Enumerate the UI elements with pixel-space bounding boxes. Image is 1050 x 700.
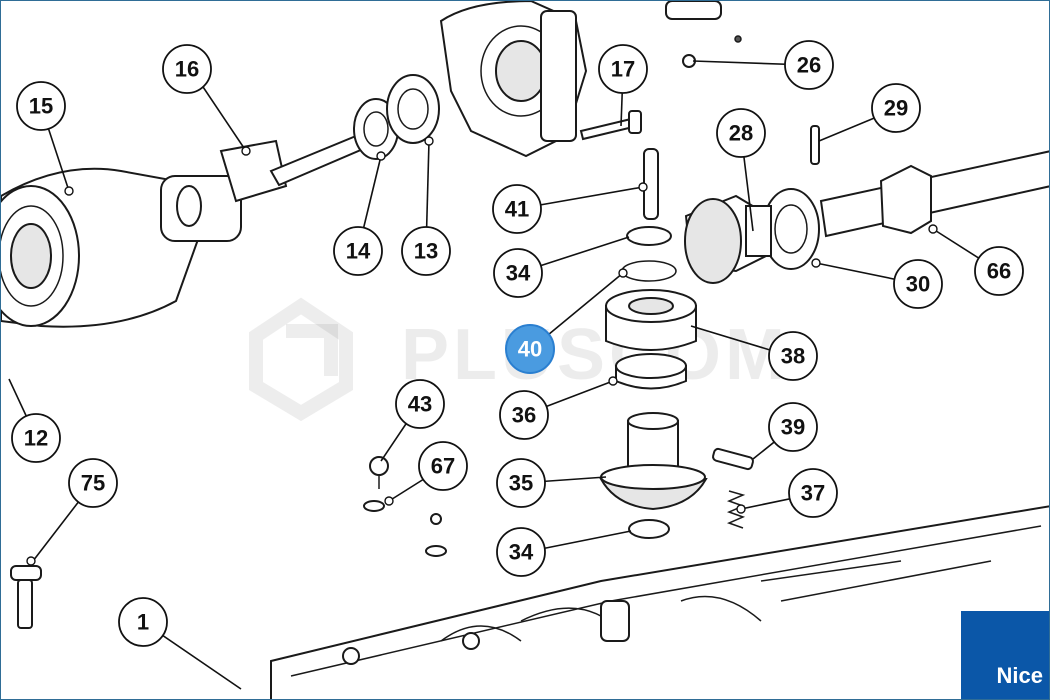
svg-text:30: 30: [906, 272, 930, 297]
callout-17: 17: [598, 44, 648, 94]
washer-34-bottom: [628, 519, 670, 539]
screw-17: [579, 110, 642, 141]
svg-text:26: 26: [797, 53, 821, 78]
bevel-gear-28: [684, 194, 772, 284]
svg-text:75: 75: [81, 471, 105, 496]
svg-text:28: 28: [729, 121, 753, 146]
callout-34-bottom: 34: [496, 527, 546, 577]
washer-34-top: [626, 226, 672, 246]
svg-text:66: 66: [987, 259, 1011, 284]
gearbox-cover: [439, 1, 588, 158]
small-ball: [734, 35, 742, 43]
spring-37: [726, 490, 746, 529]
svg-text:34: 34: [506, 261, 531, 286]
watermark: PLUSCOM: [249, 297, 789, 422]
callout-14: 14: [333, 226, 383, 276]
bevel-gear-35: [599, 412, 708, 511]
callout-66: 66: [974, 246, 1024, 296]
svg-text:12: 12: [24, 426, 48, 451]
brand-logo-text: Nice: [996, 663, 1043, 688]
output-shaft: [762, 150, 1049, 270]
base-housing: [270, 505, 1049, 699]
svg-text:34: 34: [509, 540, 534, 565]
watermark-text: PLUSCOM: [401, 315, 789, 395]
svg-text:40: 40: [518, 337, 542, 362]
callout-40[interactable]: 40: [505, 324, 555, 374]
svg-text:16: 16: [175, 57, 199, 82]
svg-text:1: 1: [137, 610, 149, 635]
svg-text:39: 39: [781, 415, 805, 440]
spring-top: [665, 1, 722, 20]
callout-12: 12: [11, 413, 61, 463]
ring-40: [621, 260, 677, 282]
callout-30: 30: [893, 259, 943, 309]
svg-text:17: 17: [611, 57, 635, 82]
callout-39: 38: [768, 331, 818, 381]
callout-35: 35: [496, 458, 546, 508]
callout-1: 1: [118, 597, 168, 647]
svg-text:15: 15: [29, 94, 53, 119]
svg-text:43: 43: [408, 392, 432, 417]
callout-29: 29: [871, 83, 921, 133]
bearing-13: [386, 74, 440, 144]
callout-26: 26: [784, 40, 834, 90]
svg-text:36: 36: [512, 403, 536, 428]
bearing-36: [615, 353, 687, 390]
callout-36: 36: [499, 390, 549, 440]
callout-38: 39: [768, 402, 818, 452]
callout-37: 37: [788, 468, 838, 518]
motor-shaft: [269, 134, 365, 187]
callout-75: 75: [68, 458, 118, 508]
svg-text:35: 35: [509, 471, 533, 496]
callout-13: 13: [401, 226, 451, 276]
screw-43: [369, 456, 389, 489]
key-38: [712, 447, 754, 471]
pin-29: [810, 125, 820, 165]
callout-34-top: 34: [493, 248, 543, 298]
motor-housing: [1, 139, 288, 328]
brand-logo: Nice: [961, 611, 1049, 699]
bolt-75: [10, 565, 42, 629]
gear-39: [605, 289, 697, 351]
svg-text:41: 41: [505, 197, 529, 222]
svg-text:67: 67: [431, 454, 455, 479]
callout-16: 16: [162, 44, 212, 94]
callout-41: 41: [492, 184, 542, 234]
callout-15: 15: [16, 81, 66, 131]
svg-text:38: 38: [781, 344, 805, 369]
svg-text:14: 14: [346, 239, 371, 264]
svg-text:29: 29: [884, 96, 908, 121]
svg-text:13: 13: [414, 239, 438, 264]
svg-text:37: 37: [801, 481, 825, 506]
washer-67: [363, 500, 447, 557]
callout-43: 43: [395, 379, 445, 429]
callout-28: 28: [716, 108, 766, 158]
callout-67: 67: [418, 441, 468, 491]
